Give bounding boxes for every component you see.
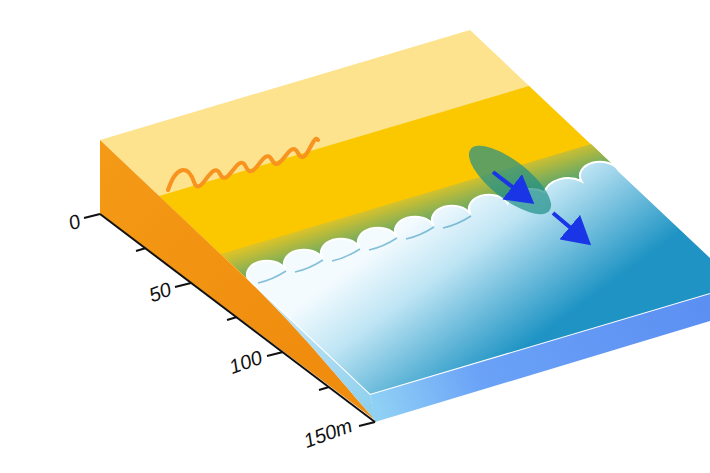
current-arrow: [493, 172, 528, 199]
wave-symbol: [168, 139, 318, 190]
distance-axis: [100, 214, 375, 422]
axis-ticks: [84, 214, 375, 426]
beach-band: [159, 86, 710, 395]
current-arrow: [553, 213, 585, 240]
beach-profile-face: [100, 140, 375, 420]
axis-label: 100: [226, 345, 265, 378]
rip-current-zone: [459, 134, 561, 226]
axis-label: 50: [146, 277, 175, 306]
axis-label: 150m: [301, 414, 356, 453]
wave-crests: [258, 216, 471, 283]
water-profile-face: [248, 280, 375, 420]
water-front-face: [370, 285, 710, 422]
axis-label: 0: [65, 209, 83, 234]
